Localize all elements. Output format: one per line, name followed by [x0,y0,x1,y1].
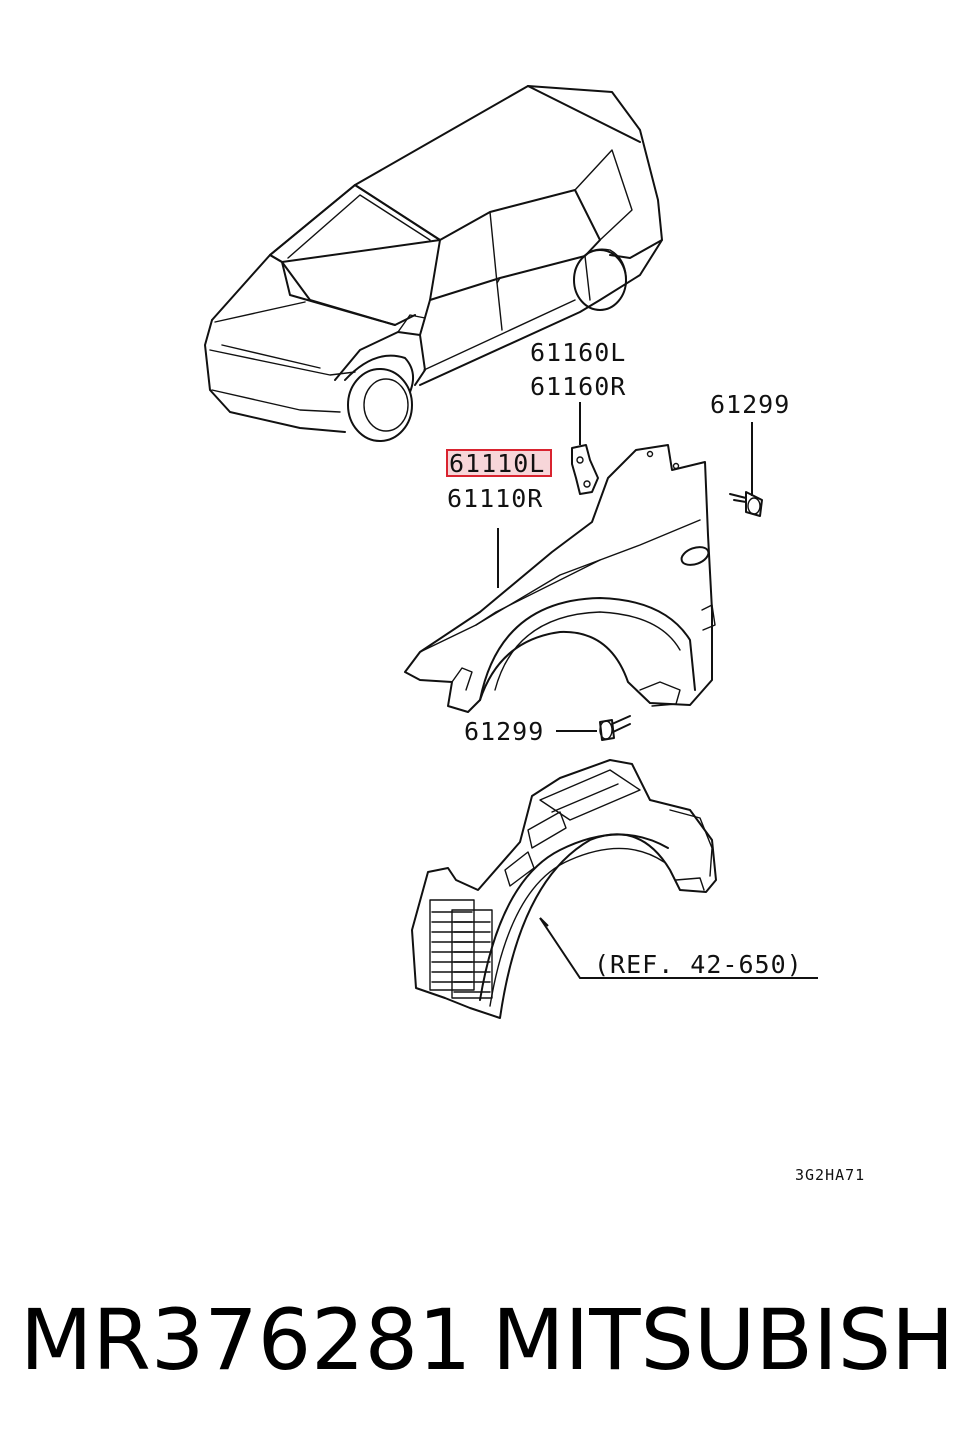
liner-louvres [431,911,491,993]
label-bracket-left: 61160L [530,338,626,367]
fender-bracket [571,402,599,495]
label-fender-left: 61110L [449,449,545,478]
drawing-code: 3G2HA71 [795,1166,865,1184]
highlight-box [446,449,552,477]
label-screw-upper: 61299 [710,390,790,419]
screw-lower [556,715,631,741]
brand-name: MITSUBISHI [492,1291,960,1389]
label-liner-ref: (REF. 42-650) [594,950,803,979]
vehicle-drawing [204,85,663,442]
parts-diagram: 61160L 61160R 61299 61110L 61110R 61299 … [204,85,865,1184]
footer: MR376281 MITSUBISHI [0,1280,960,1400]
part-number: MR376281 [20,1291,472,1389]
front-fender [404,444,716,713]
fender-liner [411,759,818,1019]
label-bracket-right: 61160R [530,372,626,401]
screw-upper [729,422,763,517]
label-screw-lower: 61299 [464,717,544,746]
label-fender-right: 61110R [447,484,543,513]
